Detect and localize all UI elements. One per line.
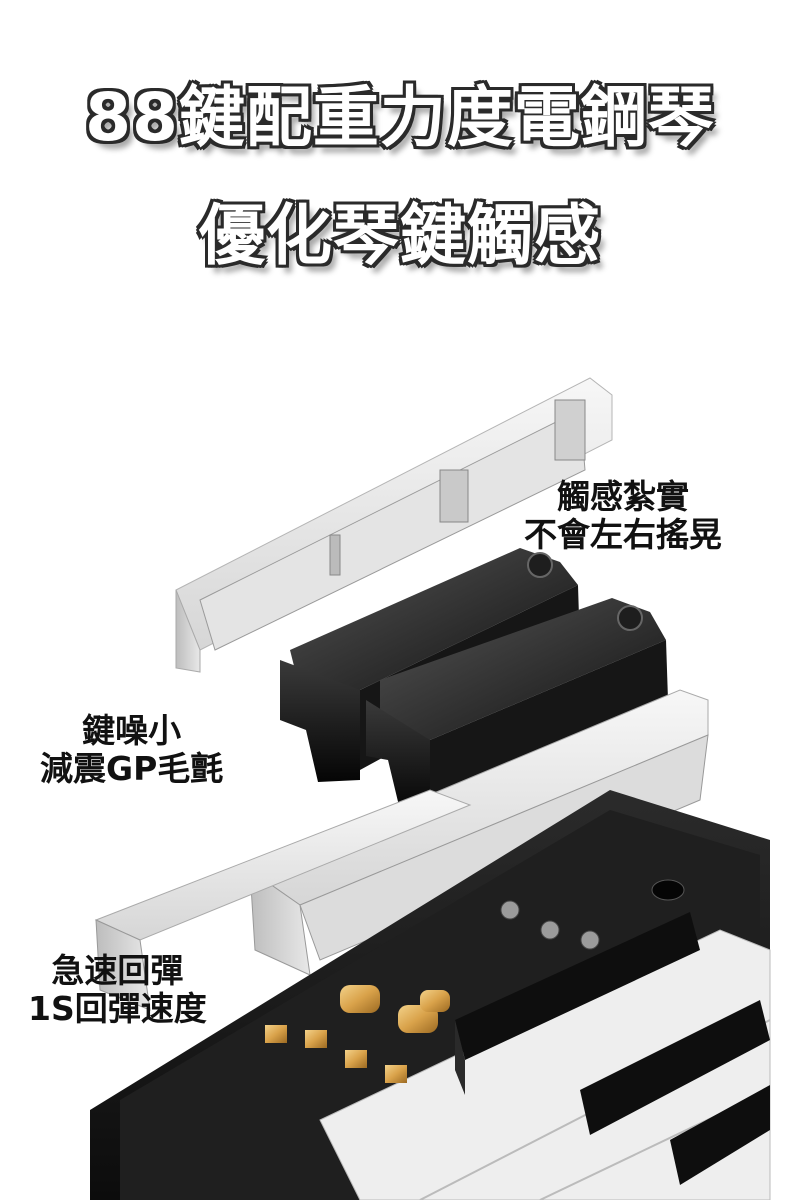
callout-fast-rebound: 急速回彈 1S回彈速度	[28, 952, 207, 1028]
callout-3-line-1: 急速回彈	[51, 951, 184, 990]
callout-2-line-1: 鍵噪小	[82, 711, 182, 750]
callout-solid-touch: 觸感紮實 不會左右搖晃	[524, 478, 722, 554]
upper-key-frame	[175, 377, 613, 673]
callout-1-line-1: 觸感紮實	[557, 477, 689, 516]
black-key-right	[366, 598, 668, 812]
white-key-middle	[248, 689, 709, 976]
callout-2-line-2: 減震GP毛氈	[40, 749, 224, 788]
callout-3-line-2: 1S回彈速度	[28, 989, 207, 1028]
callout-low-noise: 鍵噪小 減震GP毛氈	[40, 712, 223, 788]
exploded-key-mechanism-illustration	[90, 377, 771, 1200]
headline-line-1: 88鍵配重力度電鋼琴	[85, 79, 715, 156]
headline-line-2: 優化琴鍵觸感	[199, 197, 601, 274]
callout-1-line-2: 不會左右搖晃	[524, 515, 722, 554]
white-key-long	[94, 789, 472, 1011]
keyboard-base	[90, 790, 771, 1200]
